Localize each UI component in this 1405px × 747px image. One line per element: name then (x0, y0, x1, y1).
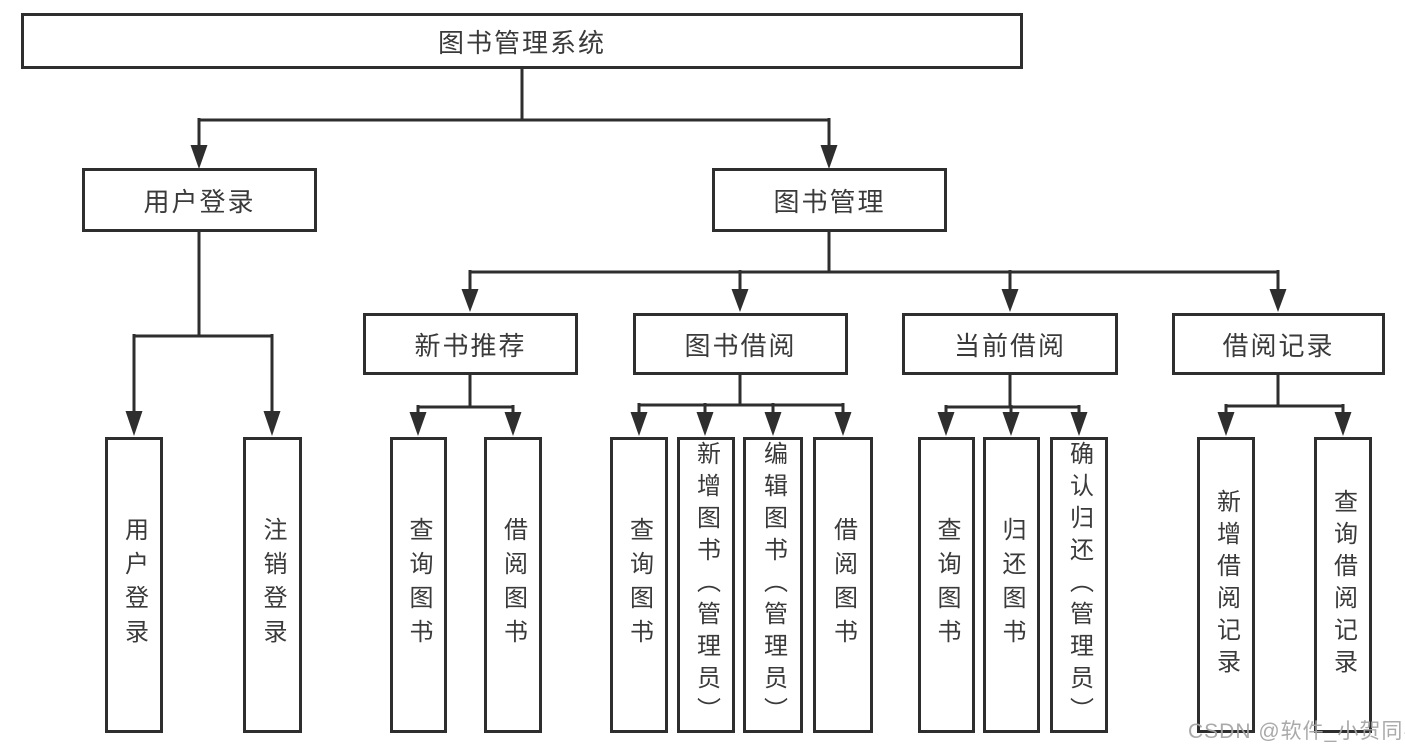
leaf-borrow-query-book-label: 查询图书 (625, 517, 653, 653)
node-new-book-recommend-label: 新书推荐 (414, 330, 527, 361)
leaf-confirm-return-admin-label: 确认归还（管理员） (1065, 441, 1093, 729)
leaf-newbook-borrow-book: 借阅图书 (484, 437, 542, 733)
leaf-newbook-borrow-book-label: 借阅图书 (499, 517, 527, 653)
leaf-borrow-query-book: 查询图书 (610, 437, 668, 733)
node-root: 图书管理系统 (21, 13, 1023, 69)
node-user-login: 用户登录 (82, 168, 317, 232)
leaf-user-login: 用户登录 (105, 437, 163, 733)
leaf-edit-book-admin-label: 编辑图书（管理员） (759, 441, 787, 729)
leaf-add-borrow-record-label: 新增借阅记录 (1212, 489, 1240, 681)
node-borrow-record: 借阅记录 (1172, 313, 1385, 375)
csdn-watermark: CSDN @软件_小贺同学 (1188, 720, 1405, 743)
node-root-label: 图书管理系统 (437, 27, 606, 58)
node-current-borrow-label: 当前借阅 (953, 330, 1066, 361)
leaf-current-query-book: 查询图书 (918, 437, 975, 733)
node-book-management: 图书管理 (712, 168, 947, 232)
node-book-management-label: 图书管理 (773, 186, 886, 217)
leaf-newbook-query-book: 查询图书 (390, 437, 447, 733)
node-current-borrow: 当前借阅 (902, 313, 1118, 375)
connector-root-to-level2 (190, 69, 838, 169)
leaf-logout-label: 注销登录 (259, 517, 286, 653)
node-borrow-record-label: 借阅记录 (1222, 330, 1335, 361)
leaf-borrow-book-label: 借阅图书 (829, 517, 857, 653)
leaf-current-query-book-label: 查询图书 (933, 517, 960, 653)
node-book-borrow-label: 图书借阅 (684, 330, 797, 361)
leaf-confirm-return-admin: 确认归还（管理员） (1050, 437, 1108, 733)
leaf-query-borrow-record: 查询借阅记录 (1314, 437, 1372, 733)
leaf-logout: 注销登录 (243, 437, 302, 733)
leaf-return-book-label: 归还图书 (998, 517, 1025, 653)
connector-bookmgmt-to-level3 (461, 232, 1287, 312)
leaf-add-borrow-record: 新增借阅记录 (1197, 437, 1255, 733)
node-new-book-recommend: 新书推荐 (363, 313, 578, 375)
connector-newbook-to-leaves (409, 375, 522, 436)
connector-userlogin-to-leaves (125, 232, 281, 436)
leaf-edit-book-admin: 编辑图书（管理员） (743, 437, 803, 733)
leaf-return-book: 归还图书 (983, 437, 1040, 733)
connector-bookborrow-to-leaves (630, 375, 852, 436)
leaf-user-login-label: 用户登录 (120, 517, 148, 653)
leaf-add-book-admin: 新增图书（管理员） (677, 437, 735, 733)
leaf-borrow-book: 借阅图书 (813, 437, 873, 733)
leaf-add-book-admin-label: 新增图书（管理员） (692, 441, 720, 729)
connector-currentborrow-to-leaves (937, 375, 1088, 436)
leaf-newbook-query-book-label: 查询图书 (405, 517, 432, 653)
node-user-login-label: 用户登录 (143, 186, 256, 217)
node-book-borrow: 图书借阅 (633, 313, 848, 375)
leaf-query-borrow-record-label: 查询借阅记录 (1329, 489, 1357, 681)
connector-borrowrecord-to-leaves (1217, 375, 1352, 436)
